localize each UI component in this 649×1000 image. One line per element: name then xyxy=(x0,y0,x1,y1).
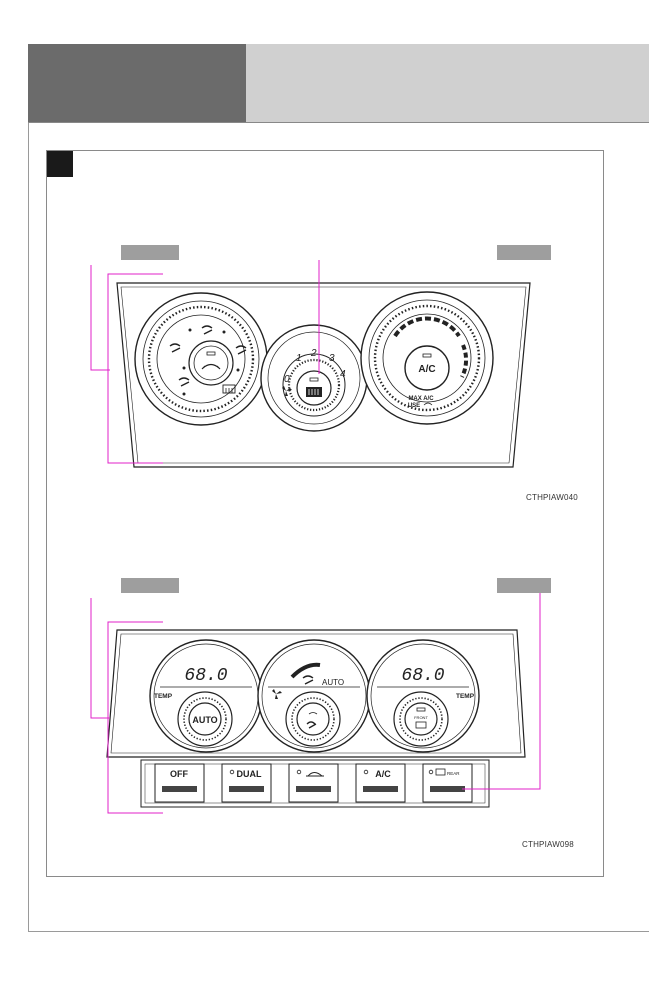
label-tab-right xyxy=(497,245,551,260)
page-left-rule xyxy=(28,44,29,932)
fan-num-1: 1 xyxy=(296,353,302,364)
max-ac-label: MAX A/C xyxy=(408,396,434,402)
manual-panel-figure: 0 1 2 3 4 A/C MAX A/C USE xyxy=(90,245,551,468)
strip-button-recirc xyxy=(288,763,339,803)
mode-dial xyxy=(134,292,268,426)
header-dark-block xyxy=(28,44,246,122)
right-temp-display: 68.0 xyxy=(401,666,444,686)
fan-speed-dial: 0 1 2 3 4 xyxy=(260,324,368,432)
strip-button-rear: REAR xyxy=(422,763,473,803)
ac-button-label: A/C xyxy=(375,769,391,779)
fan-num-3: 3 xyxy=(329,353,335,364)
strip-button-dual: DUAL xyxy=(221,763,272,803)
rear-defog-icon xyxy=(435,768,446,776)
manual-panel-outline xyxy=(116,282,531,468)
temp-label-left: TEMP xyxy=(154,693,173,700)
strip-button-ac: A/C xyxy=(355,763,406,803)
auto-knob-label: AUTO xyxy=(192,715,217,725)
figure-code-top: CTHPIAW040 xyxy=(526,493,578,502)
section-marker xyxy=(47,151,73,177)
strip-button-off: OFF xyxy=(154,763,205,803)
label-tab-right-2 xyxy=(497,578,551,593)
temperature-dial: A/C MAX A/C USE xyxy=(360,291,494,425)
left-temp-display: 68.0 xyxy=(184,666,227,686)
use-label: USE xyxy=(408,403,420,409)
fan-num-0: 0 xyxy=(284,374,290,385)
off-button-label: OFF xyxy=(170,769,188,779)
label-tab-left-2 xyxy=(121,578,179,593)
fan-icon xyxy=(282,386,292,396)
button-strip xyxy=(140,759,490,808)
header-light-block xyxy=(246,44,649,122)
figure-frame xyxy=(46,150,604,877)
figure-code-bottom: CTHPIAW098 xyxy=(522,840,574,849)
ac-dial-label: A/C xyxy=(418,364,435,375)
left-temp-dial: 68.0 AUTO TEMP xyxy=(149,639,263,753)
right-temp-dial: 68.0 FRONT TEMP xyxy=(366,639,480,753)
callout-lines-top xyxy=(90,260,320,464)
page-bottom-rule xyxy=(28,931,649,932)
mode-fan-dial: AUTO xyxy=(257,639,371,753)
label-tab-left xyxy=(121,245,179,260)
recirculation-icon xyxy=(306,772,324,777)
temp-label-right: TEMP xyxy=(456,693,475,700)
rear-button-label: REAR xyxy=(447,771,460,776)
dual-button-label: DUAL xyxy=(237,769,262,779)
fan-num-4: 4 xyxy=(340,369,346,380)
header-divider xyxy=(28,122,649,123)
mode-auto-label: AUTO xyxy=(322,678,344,687)
callout-lines-bottom xyxy=(90,593,541,814)
auto-panel-figure: 68.0 AUTO TEMP AUTO xyxy=(90,578,551,814)
fan-num-2: 2 xyxy=(310,348,317,359)
auto-panel-outline xyxy=(106,629,526,758)
fan-icon-2 xyxy=(272,689,282,699)
front-label: FRONT xyxy=(414,715,428,720)
